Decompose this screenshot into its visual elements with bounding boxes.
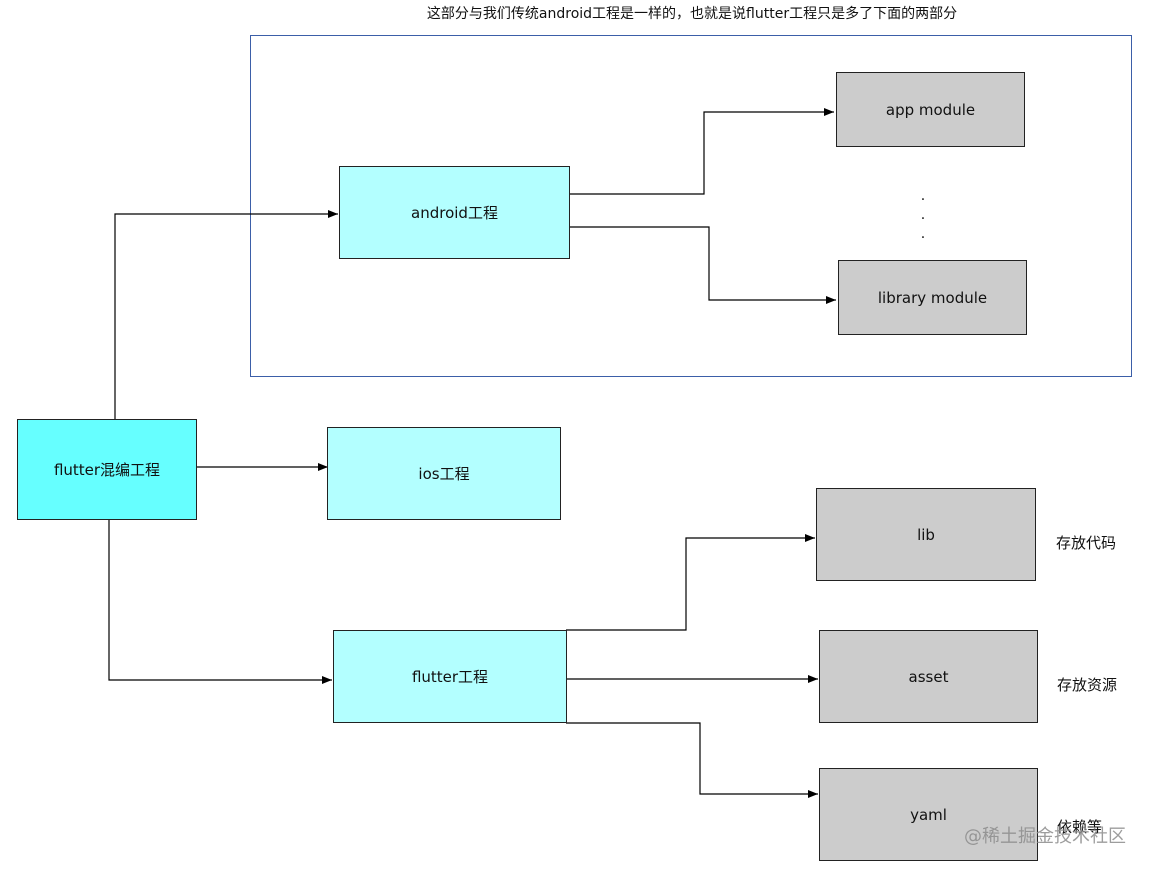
ellipsis-dot: . xyxy=(920,226,926,242)
note-lib: 存放代码 xyxy=(1056,534,1117,552)
edge-flutter-to-lib xyxy=(566,534,815,631)
node-app-module: app module xyxy=(836,72,1025,147)
node-asset-label: asset xyxy=(908,667,949,686)
android-group-frame xyxy=(250,35,1132,377)
edge-root-to-flutter xyxy=(108,520,332,684)
node-lib: lib xyxy=(816,488,1036,581)
node-yaml: yaml xyxy=(819,768,1038,861)
module-ellipsis: . . . xyxy=(918,187,928,244)
node-flutter-project: flutter工程 xyxy=(333,630,567,723)
node-android-project: android工程 xyxy=(339,166,570,259)
node-lib-label: lib xyxy=(917,526,935,544)
node-android-project-label: android工程 xyxy=(411,203,498,222)
edge-flutter-to-yaml xyxy=(566,722,818,798)
ellipsis-dot: . xyxy=(920,188,926,204)
edge-android-to-app-module xyxy=(570,108,834,195)
node-ios-project: ios工程 xyxy=(327,427,561,520)
node-asset: asset xyxy=(819,630,1038,723)
node-library-module: library module xyxy=(838,260,1027,335)
note-yaml: 依赖等 xyxy=(1057,818,1103,836)
edge-android-to-library-module xyxy=(570,226,836,304)
node-yaml-label: yaml xyxy=(910,805,947,824)
ellipsis-dot: . xyxy=(920,207,926,223)
note-asset: 存放资源 xyxy=(1057,676,1118,694)
node-app-module-label: app module xyxy=(885,100,976,119)
edge-root-to-android xyxy=(114,210,338,419)
diagram-caption: 这部分与我们传统android工程是一样的，也就是说flutter工程只是多了下… xyxy=(426,6,958,22)
node-flutter-hybrid-project-label: flutter混编工程 xyxy=(53,460,161,479)
node-ios-project-label: ios工程 xyxy=(418,464,470,483)
node-flutter-project-label: flutter工程 xyxy=(411,667,489,686)
watermark: @稀土掘金技术社区 xyxy=(964,826,1126,847)
node-library-module-label: library module xyxy=(877,288,988,307)
node-flutter-hybrid-project: flutter混编工程 xyxy=(17,419,197,520)
